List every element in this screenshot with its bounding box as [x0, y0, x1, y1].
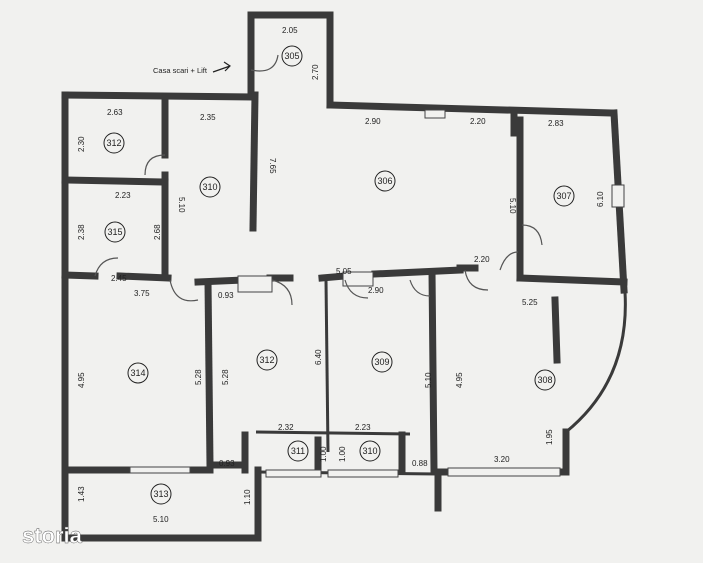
dimension-label: 2.90: [365, 117, 381, 126]
staircase-label: Casa scari + Lift: [153, 66, 208, 75]
room-number: 315: [107, 227, 122, 237]
dimension-label: 2.68: [153, 224, 162, 240]
room-number: 305: [284, 51, 299, 61]
dimension-label: 1.43: [77, 486, 86, 502]
dimension-label: 2.35: [200, 113, 216, 122]
room-number: 314: [130, 368, 145, 378]
dimension-label: 5.10: [153, 515, 169, 524]
dimension-label: 1.95: [545, 429, 554, 445]
room-labels: 305 306 307 308 309 310 310 311 312 312 …: [103, 45, 575, 505]
dimension-label: 5.10: [424, 372, 433, 388]
dimension-label: 2.23: [115, 191, 131, 200]
dimension-label: 2.05: [282, 26, 298, 35]
dimension-label: 5.28: [194, 369, 203, 385]
dimension-label: 5.25: [522, 298, 538, 307]
dimension-label: 5.28: [221, 369, 230, 385]
room-number: 310: [362, 446, 377, 456]
dimension-label: 1.10: [243, 489, 252, 505]
dimension-label: 2.63: [107, 108, 123, 117]
dimension-label: 2.83: [548, 119, 564, 128]
room-number: 309: [374, 357, 389, 367]
dimension-label: 5.10: [177, 197, 186, 213]
dimension-label: 2.45: [111, 274, 127, 283]
dimension-label: 0.88: [412, 459, 428, 468]
dimension-label: 5.05: [336, 267, 352, 276]
dimension-label: 1.00: [319, 446, 328, 462]
dimension-label: 0.93: [218, 291, 234, 300]
doors: [94, 54, 543, 306]
room-number: 312: [259, 355, 274, 365]
dimension-label: 3.20: [494, 455, 510, 464]
dimension-label: 2.23: [355, 423, 371, 432]
dimension-label: 2.32: [278, 423, 294, 432]
room-number: 313: [153, 489, 168, 499]
dimension-label: 2.30: [77, 136, 86, 152]
room-number: 306: [377, 176, 392, 186]
windows: [129, 109, 625, 478]
dimension-label: 2.90: [368, 286, 384, 295]
dimension-label: 3.75: [134, 289, 150, 298]
dimension-label: 0.93: [219, 459, 235, 468]
dimension-label: 6.10: [596, 191, 605, 207]
dimension-label: 7.65: [268, 158, 277, 174]
dimension-label: 2.38: [77, 224, 86, 240]
arrow-icon: [212, 61, 231, 73]
dimension-label: 4.95: [455, 372, 464, 388]
dimension-label: 1.00: [338, 446, 347, 462]
room-number: 312: [106, 138, 121, 148]
dimension-label: 2.20: [474, 255, 490, 264]
storia-logo: storia: [22, 523, 83, 548]
dimension-label: 2.20: [470, 117, 486, 126]
room-number: 310: [202, 182, 217, 192]
dimension-label: 4.95: [77, 372, 86, 388]
room-number: 307: [556, 191, 571, 201]
room-number: 311: [291, 446, 305, 456]
dimension-label: 6.40: [314, 349, 323, 365]
dimensions: 2.05 2.70 2.63 2.35 2.30 7.65 2.90 2.20 …: [77, 26, 605, 524]
dimension-label: 5.10: [508, 198, 517, 214]
room-number: 308: [537, 375, 552, 385]
dimension-label: 2.70: [311, 64, 320, 80]
